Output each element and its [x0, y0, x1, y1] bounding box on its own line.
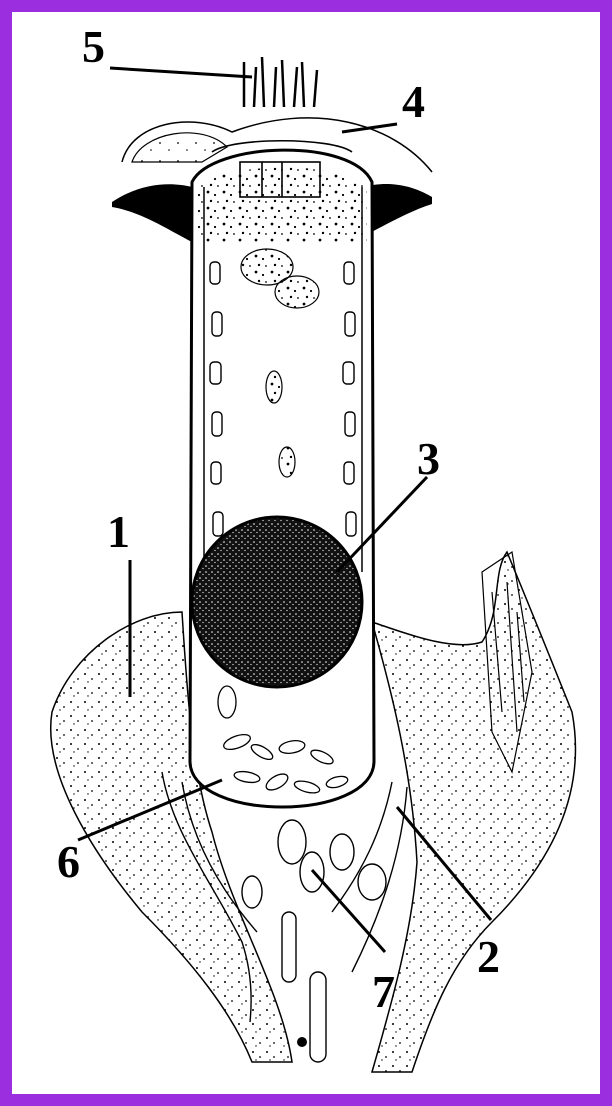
cell-diagram: 5 4 3 1 6 2 7 [12, 12, 600, 1094]
label-5: 5 [82, 21, 105, 72]
label-7: 7 [372, 966, 395, 1017]
basal-dot [297, 1037, 307, 1047]
hair-tuft [244, 57, 317, 107]
cuticular-wing-left [112, 184, 192, 242]
label-2: 2 [477, 931, 500, 982]
figure-frame: 5 4 3 1 6 2 7 [12, 12, 600, 1094]
label-4: 4 [402, 76, 425, 127]
label-3: 3 [417, 433, 440, 484]
nucleus [192, 517, 362, 687]
label-1: 1 [107, 506, 130, 557]
cell-body [190, 150, 374, 807]
label-6: 6 [57, 836, 80, 887]
